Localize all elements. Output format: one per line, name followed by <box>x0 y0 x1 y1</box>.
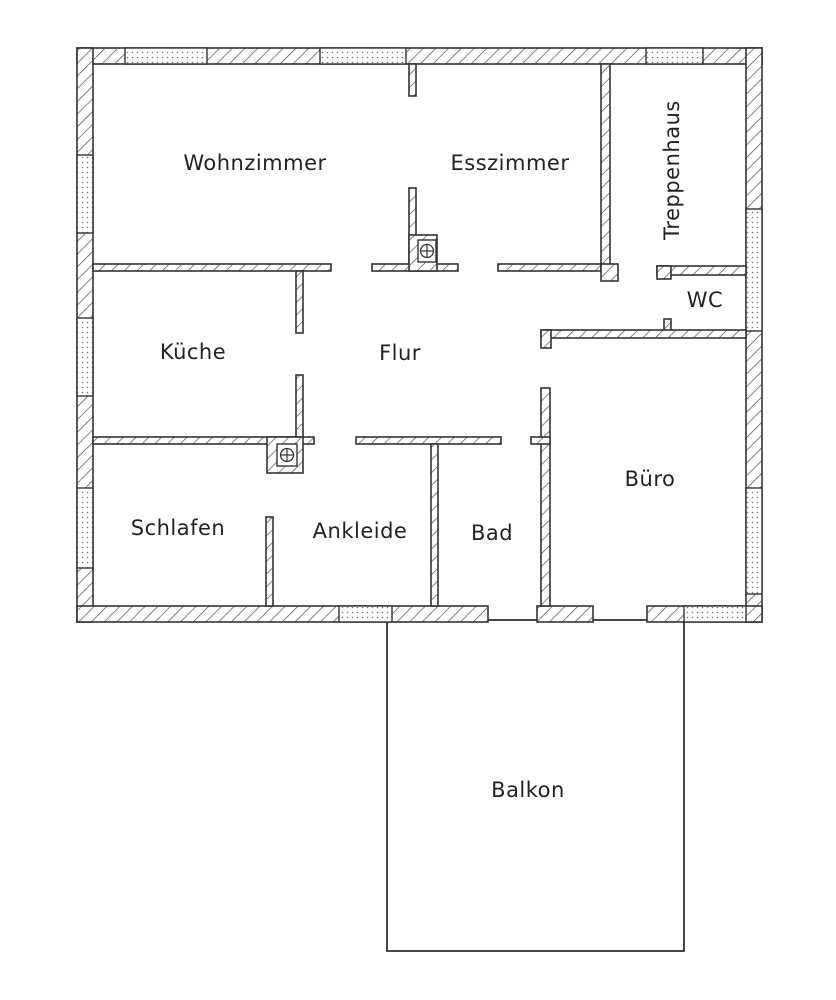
window-top-mid <box>319 47 407 65</box>
ventilation-shaft-icon <box>417 239 437 263</box>
window-left-3 <box>76 487 94 569</box>
room-label-bad: Bad <box>471 521 513 545</box>
balcony-outline <box>386 619 685 952</box>
wall-wc-buero-end <box>540 329 552 349</box>
window-right-1 <box>745 208 763 332</box>
wall-flur-ankleide <box>355 436 502 445</box>
room-label-esszimmer: Esszimmer <box>451 151 570 175</box>
room-label-schlafen: Schlafen <box>131 516 226 540</box>
wall-kueche-flur-upper <box>295 270 304 334</box>
ventilation-shaft-icon <box>276 443 298 467</box>
window-top-left <box>124 47 208 65</box>
wall-ess-flur <box>497 263 604 272</box>
room-label-wc: WC <box>687 288 723 312</box>
window-right-2 <box>745 487 763 595</box>
window-left-2 <box>76 317 94 397</box>
window-top-right <box>645 47 704 65</box>
wall-bad-buero <box>540 387 551 607</box>
window-bottom-1 <box>338 605 393 623</box>
room-label-wohnzimmer: Wohnzimmer <box>183 151 326 175</box>
wall-ankleide-bad <box>430 443 439 607</box>
wall-wohn-ess-upper <box>408 63 417 97</box>
room-label-flur: Flur <box>379 341 421 365</box>
room-label-buero: Büro <box>625 467 676 491</box>
interior-walls <box>92 63 747 607</box>
room-label-ankleide: Ankleide <box>313 519 408 543</box>
wall-bad-buero-stub <box>530 436 551 445</box>
wall-schlafen-ankleide <box>265 516 274 607</box>
window-bottom-2 <box>683 605 747 623</box>
room-label-balkon: Balkon <box>491 778 565 802</box>
wall-treppenhaus-bottom-stub <box>656 265 672 280</box>
windows <box>76 47 763 623</box>
wall-treppenhaus-left <box>600 63 611 273</box>
wall-treppenhaus-left-foot <box>600 263 619 282</box>
wall-wc-buero <box>540 329 747 339</box>
wall-wohn-kueche <box>92 263 332 272</box>
room-label-treppenhaus: Treppenhaus <box>660 100 684 241</box>
room-label-kueche: Küche <box>160 340 226 364</box>
window-left-1 <box>76 154 94 234</box>
wall-kueche-flur-lower <box>295 374 304 443</box>
exterior-wall-bottom-left <box>76 605 489 623</box>
exterior-wall-bottom-mid <box>536 605 594 623</box>
wall-kueche-schlafen <box>92 436 315 445</box>
